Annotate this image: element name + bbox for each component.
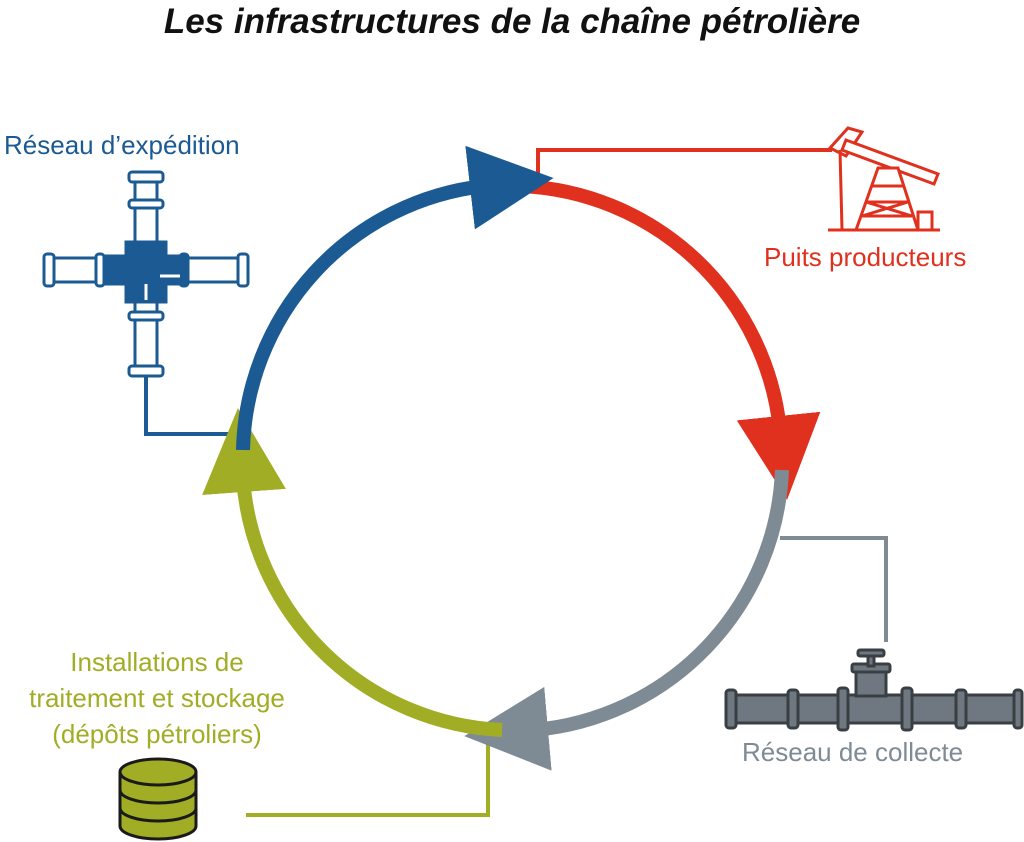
label-reseau-expedition: Réseau d’expédition: [4, 130, 240, 160]
pumpjack-icon: [827, 126, 940, 232]
arc-collecte-to-stockage: [464, 469, 789, 771]
diagram-title: Les infrastructures de la chaîne pétroli…: [163, 2, 861, 41]
pipeline-valve-icon: [724, 648, 1024, 732]
storage-tank-icon: [118, 757, 198, 841]
connector-expedition: [144, 376, 246, 436]
label-stockage-line-1: Installations de: [70, 647, 244, 677]
pipe-cross-icon: [42, 170, 250, 378]
connector-collecte: [780, 536, 888, 642]
arc-expedition-to-puits: [236, 145, 554, 451]
arc-puits-to-collecte: [520, 179, 821, 500]
arc-stockage-to-expedition: [202, 408, 503, 737]
label-installations-stockage: Installations de traitement et stockage …: [12, 644, 302, 752]
connector-puits: [536, 148, 832, 188]
label-stockage-line-3: (dépôts pétroliers): [52, 719, 262, 749]
label-reseau-collecte: Réseau de collecte: [742, 737, 964, 767]
label-stockage-line-2: traitement et stockage: [29, 683, 285, 713]
label-puits-producteurs: Puits producteurs: [764, 242, 967, 272]
